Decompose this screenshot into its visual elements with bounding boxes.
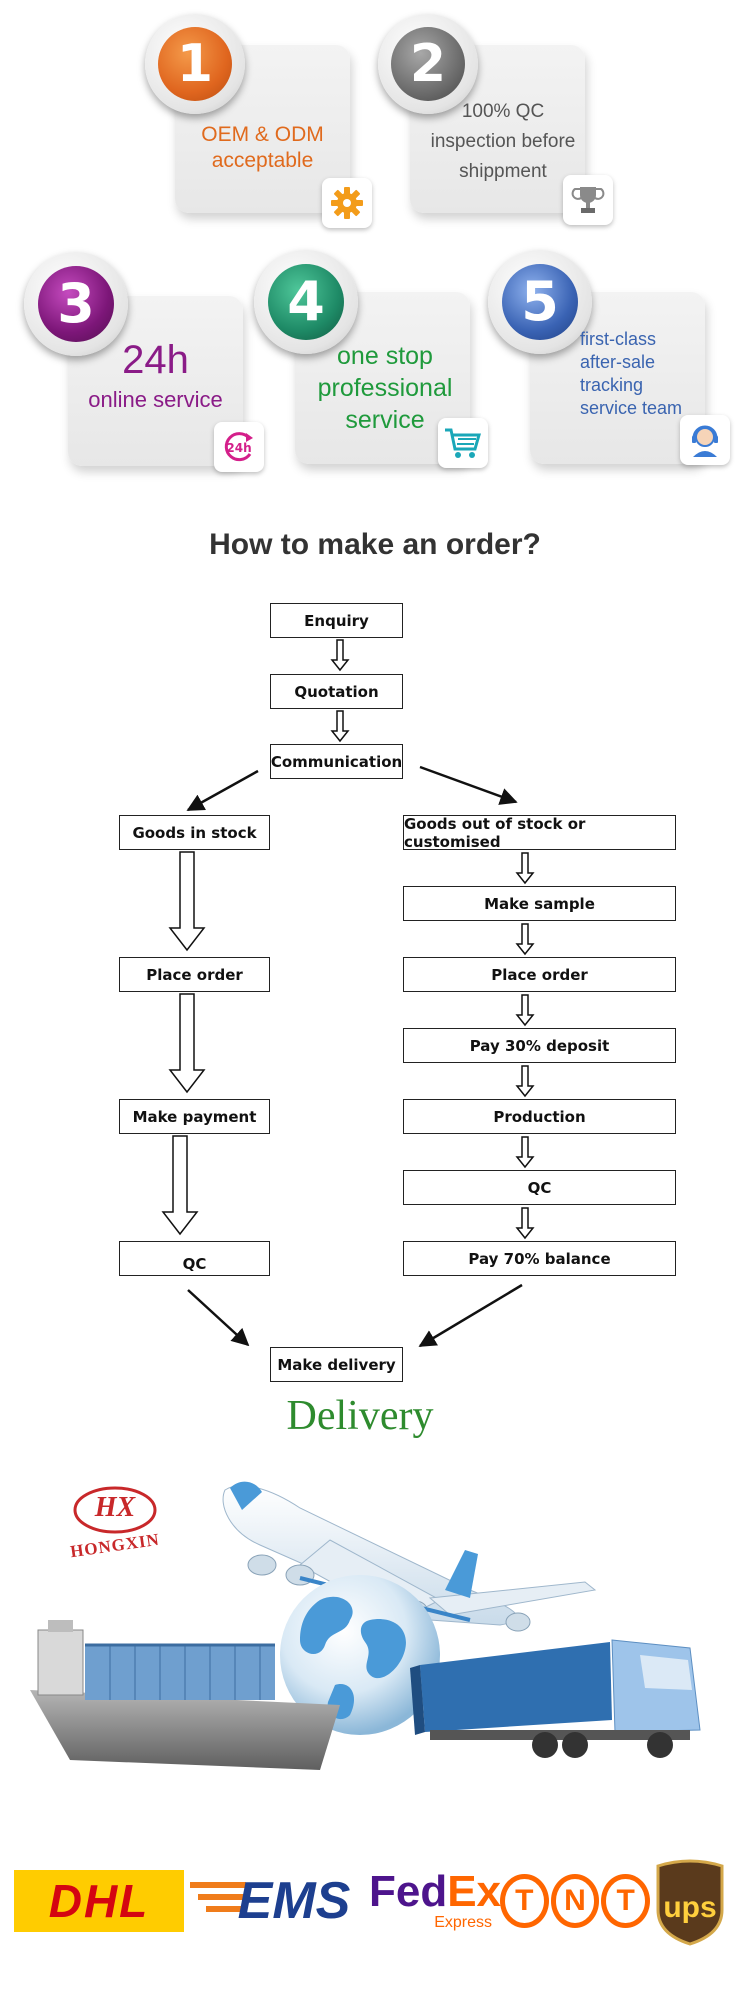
arrow-r5 [515, 1136, 535, 1169]
tnt-letter-2: N [550, 1874, 600, 1928]
tnt-logo: T N T [500, 1870, 651, 1932]
fedex-logo: FedEx Express [368, 1867, 502, 1932]
badge-number-2: 2 [391, 27, 465, 101]
hongxin-logo-initials: HX [94, 1492, 136, 1523]
step-make-payment: Make payment [119, 1099, 270, 1134]
step-goods-in-stock: Goods in stock [119, 815, 270, 850]
feature-4-line-1: one stop [337, 342, 433, 370]
arrow-r4 [515, 1065, 535, 1098]
step-right-qc: QC [403, 1170, 676, 1205]
dhl-wordmark: DHL [48, 1875, 150, 1927]
step-quotation: Quotation [270, 674, 403, 709]
dhl-logo: DHL [14, 1870, 184, 1932]
feature-badge-5: 5 [488, 250, 592, 354]
ems-logo: EMS [188, 1870, 368, 1932]
tnt-letter-3: T [601, 1874, 651, 1928]
24h-icon: 24h [214, 422, 264, 472]
badge-number-1: 1 [158, 27, 232, 101]
feature-5-line-4: service team [580, 398, 683, 419]
arrow-l1 [168, 851, 206, 952]
step-make-sample: Make sample [403, 886, 676, 921]
arrow-right-to-delivery [418, 1283, 523, 1348]
feature-4-line-3: service [345, 406, 425, 434]
feature-text-5: first-class after-sale tracking service … [580, 328, 720, 420]
feature-badge-2: 2 [378, 14, 478, 114]
arrow-l2 [168, 993, 206, 1094]
feature-text-3: 24h online service [68, 338, 243, 414]
arrow-to-out-of-stock [419, 765, 518, 805]
arrow-r1 [515, 852, 535, 885]
step-pay-balance: Pay 70% balance [403, 1241, 676, 1276]
headset-icon [680, 415, 730, 465]
fedex-express: Express [434, 1914, 492, 1931]
cart-icon [438, 418, 488, 468]
arrow-l3 [161, 1135, 199, 1236]
badge-number-4: 4 [267, 263, 345, 341]
globe-icon [280, 1575, 440, 1735]
tnt-letter-1: T [500, 1874, 549, 1928]
step-make-delivery: Make delivery [270, 1347, 403, 1382]
feature-text-2: 100% QC inspection before shippment [418, 100, 588, 183]
feature-5-line-1: first-class [580, 329, 656, 349]
badge-number-5: 5 [501, 263, 579, 341]
fedex-fed: Fed [368, 1867, 448, 1916]
arrow-to-in-stock [186, 769, 259, 812]
feature-3-line-1: online service [88, 387, 223, 412]
step-right-place-order: Place order [403, 957, 676, 992]
feature-badge-4: 4 [254, 250, 358, 354]
step-enquiry: Enquiry [270, 603, 403, 638]
feature-2-line-2: inspection before [430, 130, 576, 152]
transport-illustration [30, 1481, 701, 1770]
step-pay-deposit: Pay 30% deposit [403, 1028, 676, 1063]
arrow-r2 [515, 923, 535, 956]
feature-1-line-2: acceptable [211, 149, 314, 173]
feature-2-line-1: 100% QC [461, 101, 545, 122]
truck-icon [410, 1639, 701, 1758]
arrow-r3 [515, 994, 535, 1027]
hongxin-logo: HX HONGXIN [55, 1480, 175, 1570]
fedex-ex: Ex [447, 1867, 502, 1916]
ups-logo: ups [652, 1858, 728, 1946]
svg-text:24h: 24h [226, 441, 251, 455]
gear-icon [322, 178, 372, 228]
flowchart-title: How to make an order? [209, 528, 541, 561]
feature-badge-3: 3 [24, 252, 128, 356]
feature-badge-1: 1 [145, 14, 245, 114]
step-communication: Communication [270, 744, 403, 779]
step-production: Production [403, 1099, 676, 1134]
feature-5-line-2: after-sale [580, 352, 656, 373]
feature-1-line-1: OEM & ODM [201, 123, 324, 146]
ups-wordmark: ups [663, 1891, 717, 1924]
feature-text-1: OEM & ODM acceptable [175, 122, 350, 175]
trophy-icon [563, 175, 613, 225]
step-left-place-order: Place order [119, 957, 270, 992]
arrow-r6 [515, 1207, 535, 1240]
feature-5-line-3: tracking [580, 375, 644, 396]
ems-wordmark: EMS [237, 1872, 351, 1930]
ship-icon [30, 1620, 340, 1770]
arrow-left-to-delivery [187, 1289, 250, 1347]
badge-number-3: 3 [37, 265, 115, 343]
step-goods-out-of-stock: Goods out of stock or customised [403, 815, 676, 851]
arrow-quotation-communication [330, 710, 350, 743]
arrow-enquiry-quotation [330, 639, 350, 672]
feature-4-line-2: professional [317, 374, 453, 402]
delivery-title: Delivery [286, 1393, 434, 1439]
feature-2-line-3: shippment [459, 160, 547, 182]
feature-3-big: 24h [122, 338, 189, 382]
feature-text-4: one stop professional service [295, 340, 475, 436]
step-left-qc: QC [119, 1241, 270, 1276]
